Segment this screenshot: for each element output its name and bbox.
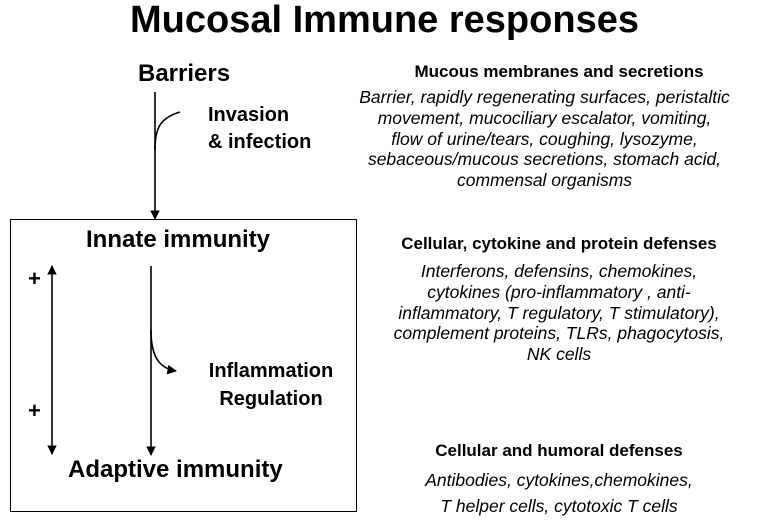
humoral-description: Antibodies, cytokines,chemokines, T help… <box>349 467 769 519</box>
adaptive-immunity-label: Adaptive immunity <box>68 456 283 483</box>
invasion-curve <box>154 111 181 151</box>
mucous-line: commensal organisms <box>456 170 633 191</box>
humoral-line: Antibodies, cytokines,chemokines, <box>425 470 693 490</box>
immunity-box <box>10 219 357 512</box>
inflammation-label: Inflammation <box>208 360 334 382</box>
invasion-line-2: & infection <box>208 131 312 153</box>
barriers-label: Barriers <box>138 60 231 87</box>
cellular-cytokine-line: cytokines (pro-inflammatory , anti- <box>427 281 691 302</box>
plus-sign-top: + <box>28 266 41 291</box>
invasion-label: Invasion & infection <box>208 102 311 156</box>
mucous-heading: Mucous membranes and secretions <box>414 62 704 81</box>
cellular-cytokine-description: Interferons, defensins, chemokines, cyto… <box>349 261 769 365</box>
innate-immunity-label: Innate immunity <box>86 226 271 253</box>
humoral-line: T helper cells, cytotoxic T cells <box>440 496 678 516</box>
mucous-line: flow of urine/tears, coughing, lysozyme, <box>391 128 698 149</box>
cellular-cytokine-line: Interferons, defensins, chemokines, <box>420 261 698 281</box>
mucous-line: movement, mucociliary escalator, vomitin… <box>377 107 712 128</box>
plus-sign-bottom: + <box>28 398 41 423</box>
cellular-cytokine-line: inflammatory, T regulatory, T stimulator… <box>398 302 720 323</box>
regulation-label: Regulation <box>219 388 323 410</box>
page-title: Mucosal Immune responses <box>130 0 639 41</box>
mucous-line: Barrier, rapidly regenerating surfaces, … <box>359 87 730 107</box>
invasion-line-1: Invasion <box>208 104 290 126</box>
cellular-cytokine-heading: Cellular, cytokine and protein defenses <box>401 234 717 253</box>
inflammation-regulation-label: Inflammation Regulation <box>196 357 346 413</box>
inflammation-branch-arrow <box>150 329 177 375</box>
cellular-cytokine-line: NK cells <box>526 344 592 365</box>
humoral-heading: Cellular and humoral defenses <box>435 441 683 460</box>
cellular-cytokine-line: complement proteins, TLRs, phagocytosis, <box>393 323 725 344</box>
mucous-description: Barrier, rapidly regenerating surfaces, … <box>320 87 769 191</box>
mucous-line: sebaceous/mucous secretions, stomach aci… <box>367 149 722 170</box>
